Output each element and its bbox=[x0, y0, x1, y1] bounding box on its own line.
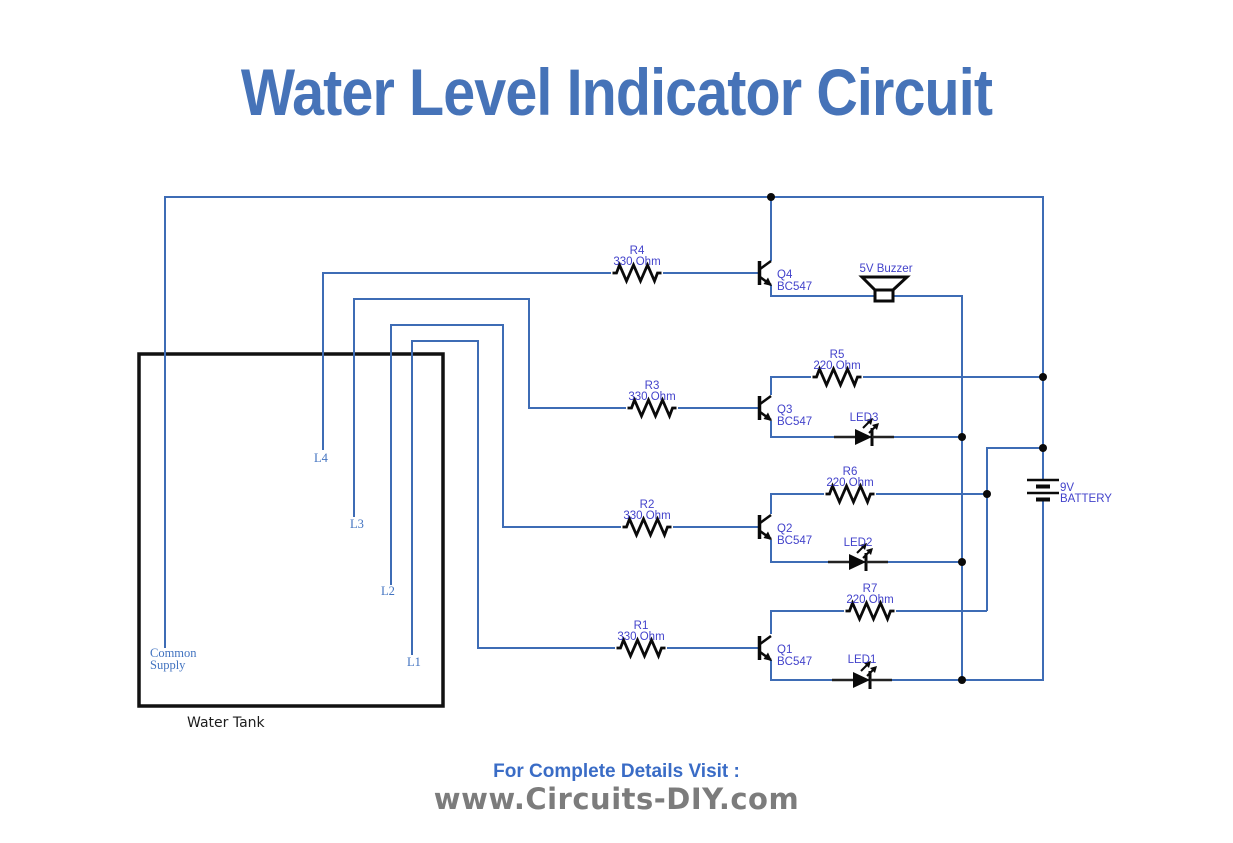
water-tank-label: Water Tank bbox=[187, 715, 266, 731]
wire-q2-collector-to-r6 bbox=[770, 493, 824, 514]
q4-emitter-arrow bbox=[763, 277, 772, 286]
r7-value-label: 220 Ohm bbox=[846, 594, 893, 606]
r4-value-label: 330 Ohm bbox=[613, 256, 660, 268]
led3-symbol bbox=[834, 418, 894, 446]
transistor-q3-symbol bbox=[757, 394, 772, 422]
r3-name-label: R3 bbox=[645, 380, 660, 392]
junction-dot-led1 bbox=[958, 676, 966, 684]
footer-visit-text: For Complete Details Visit : bbox=[493, 761, 740, 782]
junction-dot-r5-rail bbox=[1039, 373, 1047, 381]
r5-name-label: R5 bbox=[830, 349, 845, 361]
led1-symbol bbox=[832, 661, 892, 689]
wire-common-supply-positive-rail bbox=[164, 196, 1044, 648]
r1-name-label: R1 bbox=[634, 620, 649, 632]
buzzer-base bbox=[873, 288, 895, 303]
r2-name-label: R2 bbox=[640, 499, 655, 511]
q3-name-label: Q3 bbox=[777, 404, 792, 416]
probe-l2-label: L2 bbox=[381, 584, 395, 598]
q2-part-label: BC547 bbox=[777, 535, 812, 547]
led3-ray1-arrow bbox=[866, 418, 873, 425]
junction-dot-led2 bbox=[958, 558, 966, 566]
led2-label: LED2 bbox=[844, 537, 873, 549]
led3-triangle bbox=[855, 429, 872, 445]
led2-symbol bbox=[828, 543, 888, 571]
r4-name-label: R4 bbox=[630, 245, 645, 257]
q4-part-label: BC547 bbox=[777, 281, 812, 293]
buzzer-symbol bbox=[858, 275, 911, 303]
q3-collector-lead bbox=[759, 394, 772, 406]
junction-dot-r6 bbox=[983, 490, 991, 498]
r5-value-label: 220 Ohm bbox=[813, 360, 860, 372]
led3-label: LED3 bbox=[850, 412, 879, 424]
q2-name-label: Q2 bbox=[777, 523, 792, 535]
r3-value-label: 330 Ohm bbox=[628, 391, 675, 403]
q3-part-label: BC547 bbox=[777, 416, 812, 428]
q3-emitter-arrow bbox=[763, 412, 772, 421]
q1-part-label: BC547 bbox=[777, 656, 812, 668]
r1-value-label: 330 Ohm bbox=[617, 631, 664, 643]
q4-collector-lead bbox=[759, 259, 772, 271]
common-supply-label-line1: Common bbox=[150, 646, 197, 660]
resistor-r2-symbol bbox=[622, 515, 672, 539]
led1-ray1-arrow bbox=[864, 661, 871, 668]
q1-emitter-arrow bbox=[763, 652, 772, 661]
led3-ray2-arrow bbox=[872, 423, 879, 430]
q1-collector-lead bbox=[759, 634, 772, 646]
battery-symbol bbox=[1027, 478, 1059, 502]
resistor-r4-symbol bbox=[612, 261, 662, 285]
page-title: Water Level Indicator Circuit bbox=[240, 55, 993, 129]
transistor-q1-symbol bbox=[757, 634, 772, 662]
probe-l4-label: L4 bbox=[314, 451, 329, 465]
battery-voltage-label: 9V bbox=[1060, 482, 1074, 494]
wire-battery-negative-led1-row bbox=[770, 500, 1044, 681]
r6-value-label: 220 Ohm bbox=[826, 477, 873, 489]
buzzer-cone bbox=[858, 275, 911, 292]
battery-name-label: BATTERY bbox=[1060, 493, 1112, 505]
resistor-r7-symbol bbox=[845, 599, 895, 623]
q2-collector-lead bbox=[759, 513, 772, 525]
water-tank-box bbox=[137, 352, 445, 708]
junction-dot-q4-collector bbox=[767, 193, 775, 201]
wire-probe-l3-to-r3 bbox=[353, 298, 626, 517]
led1-triangle bbox=[853, 672, 870, 688]
led2-triangle bbox=[849, 554, 866, 570]
transistor-q4-symbol bbox=[757, 259, 772, 287]
q4-name-label: Q4 bbox=[777, 269, 793, 281]
q1-name-label: Q1 bbox=[777, 644, 792, 656]
wire-probe-l1-to-r1 bbox=[411, 340, 615, 655]
transistor-q2-symbol bbox=[757, 513, 772, 541]
wire-q3-emitter-led3-row bbox=[770, 421, 962, 438]
probe-l1-label: L1 bbox=[407, 655, 421, 669]
wire-probe-l4-to-r4 bbox=[322, 272, 611, 450]
led2-ray1-arrow bbox=[860, 543, 867, 550]
junction-dot-led3 bbox=[958, 433, 966, 441]
r2-value-label: 330 Ohm bbox=[623, 510, 670, 522]
footer-website-url: www.Circuits-DIY.com bbox=[433, 782, 800, 816]
led1-label: LED1 bbox=[848, 654, 877, 666]
resistor-r3-symbol bbox=[627, 396, 677, 420]
common-supply-label-line2: Supply bbox=[150, 658, 186, 672]
r7-name-label: R7 bbox=[863, 583, 878, 595]
wire-q2-emitter-led2-row bbox=[770, 540, 962, 563]
probe-l3-label: L3 bbox=[350, 517, 364, 531]
resistor-r6-symbol bbox=[825, 482, 875, 506]
led1-ray2-arrow bbox=[870, 666, 877, 673]
buzzer-label: 5V Buzzer bbox=[859, 263, 912, 275]
r6-name-label: R6 bbox=[843, 466, 858, 478]
q2-emitter-arrow bbox=[763, 531, 772, 540]
resistor-r5-symbol bbox=[812, 365, 862, 389]
wire-q4-emitter-buzzer-negative-rail bbox=[770, 285, 963, 680]
wire-positive-jog-subrail bbox=[986, 447, 1043, 611]
led2-ray2-arrow bbox=[866, 548, 873, 555]
wire-q1-collector-to-r7 bbox=[770, 610, 844, 634]
wire-q3-collector-to-r5 bbox=[770, 376, 811, 395]
wire-probe-l2-to-r2 bbox=[390, 324, 621, 585]
junction-dot-battery-top bbox=[1039, 444, 1047, 452]
resistor-r1-symbol bbox=[616, 636, 666, 660]
